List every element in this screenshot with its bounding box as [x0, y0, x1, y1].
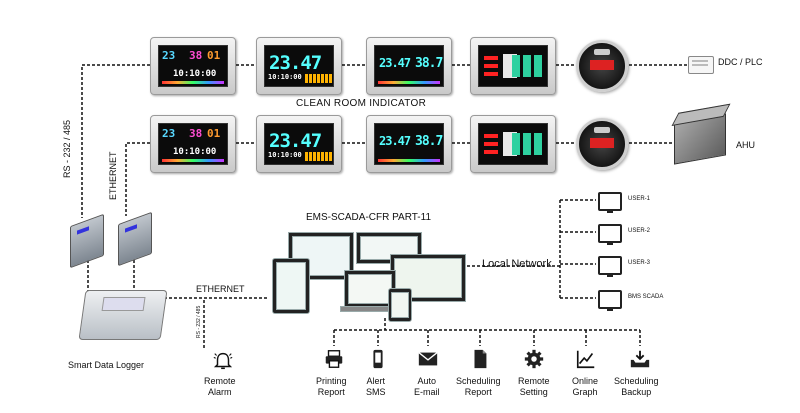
indicator-keypad-2 — [470, 115, 556, 173]
user-label: USER-1 — [628, 196, 651, 202]
display-value: 23 — [162, 49, 176, 62]
display-window — [590, 60, 614, 70]
feature-label-remote-setting: Remote Setting — [518, 376, 550, 397]
display-window — [590, 138, 614, 148]
status-strip — [162, 81, 224, 84]
display-value: 38.72 — [415, 56, 443, 71]
laptop-screen-content — [348, 274, 392, 304]
ddc-plc-label: DDC / PLC — [718, 57, 763, 67]
indicator-keypad-1 — [470, 37, 556, 95]
gear-icon — [524, 349, 544, 369]
display-value: 23 — [162, 127, 176, 140]
ahu-label: AHU — [736, 140, 756, 150]
user-label: BMS SCADA — [628, 294, 664, 300]
display-value: 23.47 — [269, 52, 322, 74]
round-indicator-1 — [576, 40, 628, 92]
remote-alarm-label: Remote Alarm — [204, 376, 236, 397]
display-clock: 10:10:00 — [268, 73, 302, 81]
feature-label-printing-report: Printing Report — [316, 376, 347, 397]
keypad-graphic — [512, 55, 542, 77]
logo-icon — [594, 49, 610, 55]
display-value: 23.47 — [269, 130, 322, 152]
bms-monitor-icon — [598, 290, 622, 311]
user-label: USER-3 — [628, 260, 651, 266]
feature-label-scheduling-backup: Scheduling Backup — [614, 376, 659, 397]
envelope-icon — [418, 352, 438, 366]
user-monitor-icon — [598, 192, 622, 213]
tablet-device — [272, 258, 310, 314]
level-bars — [305, 152, 333, 161]
display-clock: 10:10:00 — [173, 69, 217, 79]
phone-content — [391, 292, 409, 318]
indicator-multi-1: 23 38 01 10:10:00 — [150, 37, 236, 95]
keypad-graphic — [512, 133, 542, 155]
display-value: 38 — [189, 127, 203, 140]
status-strip — [162, 159, 224, 162]
alarm-leds — [484, 134, 498, 138]
logo-icon — [594, 127, 610, 133]
display-value: 01 — [207, 49, 221, 62]
ethernet-vertical-label: ETHERNET — [108, 151, 118, 200]
display-clock: 10:10:00 — [173, 147, 217, 157]
phone-device — [388, 288, 412, 322]
user-monitor-icon — [598, 224, 622, 245]
user-monitor-icon — [598, 256, 622, 277]
feature-label-alert-sms: Alert SMS — [366, 376, 386, 397]
user-label: USER-2 — [628, 228, 651, 234]
ems-title: EMS-SCADA-CFR PART-11 — [306, 212, 432, 223]
tablet-content — [276, 262, 306, 310]
display-value: 23.47 — [379, 134, 411, 148]
graph-icon — [576, 350, 595, 369]
round-indicator-2 — [576, 118, 628, 170]
data-logger-icon — [78, 290, 168, 340]
status-strip — [378, 159, 440, 162]
feature-label-auto-email: Auto E-mail — [414, 376, 440, 397]
printer-icon — [325, 350, 343, 368]
display-value: 01 — [207, 127, 221, 140]
indicator-single-2: 23.47 10:10:00 — [256, 115, 342, 173]
alarm-bell-icon — [213, 352, 233, 370]
indicator-dual-2: 23.47 38.72 — [366, 115, 452, 173]
backup-icon — [630, 350, 650, 368]
smart-data-logger-label: Smart Data Logger — [68, 360, 145, 370]
phone-icon — [373, 349, 383, 369]
level-bars — [305, 74, 333, 83]
document-icon — [474, 349, 487, 369]
display-value: 38.72 — [415, 134, 443, 149]
local-network-label: Local Network — [482, 258, 552, 270]
rs232-485-label: RS - 232 / 485 — [62, 119, 72, 178]
indicator-dual-1: 23.47 38.72 — [366, 37, 452, 95]
ethernet-horizontal-label: ETHERNET — [196, 284, 245, 294]
indicator-multi-2: 23 38 01 10:10:00 — [150, 115, 236, 173]
feature-label-scheduling-report: Scheduling Report — [456, 376, 501, 397]
rs-small-label: RS - 232 / 485 — [196, 305, 202, 338]
logger-screen — [101, 297, 146, 311]
feature-label-online-graph: Online Graph — [572, 376, 599, 397]
indicator-single-1: 23.47 10:10:00 — [256, 37, 342, 95]
display-value: 38 — [189, 49, 203, 62]
clean-room-title: CLEAN ROOM INDICATOR — [296, 98, 427, 109]
laptop-screen — [344, 270, 396, 308]
display-value: 23.47 — [379, 56, 411, 70]
alarm-leds — [484, 56, 498, 60]
ddc-plc-icon — [688, 56, 714, 74]
display-clock: 10:10:00 — [268, 151, 302, 159]
status-strip — [378, 81, 440, 84]
